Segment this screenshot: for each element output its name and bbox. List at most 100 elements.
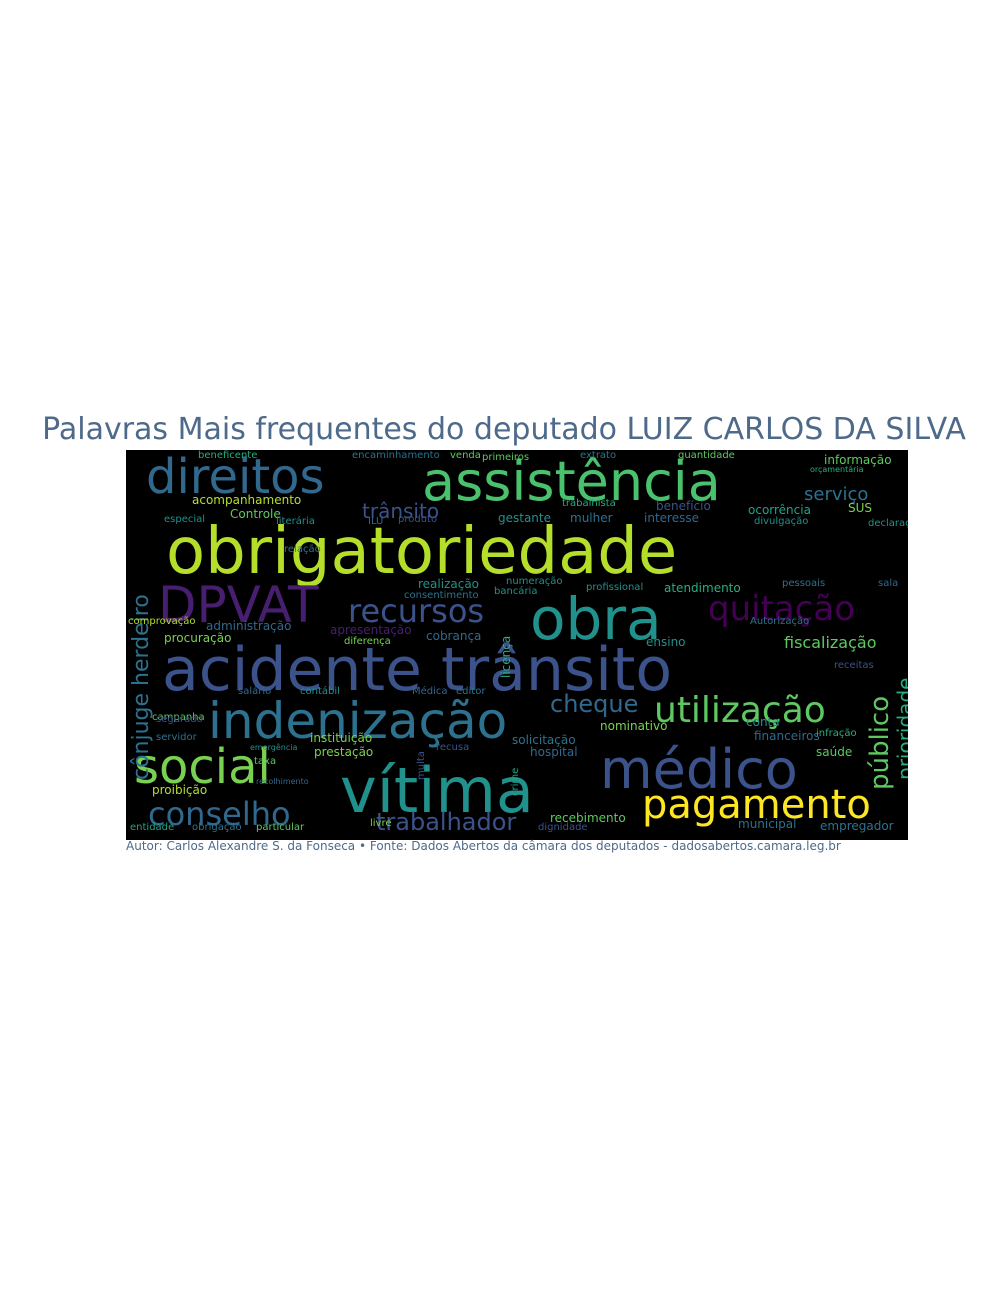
cloud-word: DPVAT bbox=[158, 576, 319, 634]
cloud-word: nominativo bbox=[600, 719, 667, 733]
cloud-word: extrato bbox=[580, 450, 616, 461]
cloud-word: recusa bbox=[436, 742, 469, 753]
cloud-word: instituição bbox=[310, 731, 372, 745]
cloud-word: trânsito bbox=[362, 499, 439, 523]
cloud-word: livre bbox=[370, 818, 392, 829]
cloud-word: administração bbox=[206, 619, 291, 633]
cloud-word: obra bbox=[530, 585, 662, 653]
cloud-word: serviço bbox=[804, 484, 868, 505]
cloud-word: quantidade bbox=[678, 450, 735, 461]
cloud-word: fiscalização bbox=[784, 633, 877, 652]
cloud-word: primeiros bbox=[482, 452, 529, 463]
cloud-word: cobrança bbox=[426, 629, 481, 643]
cloud-word: recursos bbox=[348, 592, 484, 630]
cloud-word: social bbox=[134, 739, 271, 795]
cloud-word: servidor bbox=[156, 732, 198, 743]
cloud-word: realização bbox=[418, 577, 479, 591]
cloud-word: multa bbox=[416, 751, 427, 780]
cloud-word: apresentação bbox=[330, 623, 412, 637]
cloud-word: Médica bbox=[412, 685, 448, 697]
cloud-word: pessoais bbox=[782, 578, 825, 589]
cloud-word: utilização bbox=[654, 690, 826, 731]
cloud-word: procuração bbox=[164, 631, 231, 645]
cloud-word: conta bbox=[746, 715, 780, 729]
cloud-word: recolhimento bbox=[256, 777, 309, 786]
cloud-word: obrigatoriedade bbox=[166, 515, 677, 589]
cloud-word: vítima bbox=[340, 754, 534, 827]
cloud-word: municipal bbox=[738, 817, 796, 831]
cloud-word: emergência bbox=[250, 742, 297, 752]
cloud-word: editor bbox=[456, 686, 486, 697]
cloud-word: salário bbox=[238, 685, 271, 697]
cloud-word: relação bbox=[284, 544, 321, 555]
cloud-word: trabalhador bbox=[376, 808, 516, 836]
cloud-word: obrigação bbox=[192, 822, 242, 833]
cloud-word: prestação bbox=[314, 745, 373, 759]
cloud-word: ensino bbox=[646, 635, 686, 649]
cloud-word: diferença bbox=[344, 636, 391, 647]
cloud-word: financeiros bbox=[754, 729, 820, 743]
cloud-word: público bbox=[865, 696, 895, 790]
cloud-word: SUS bbox=[848, 501, 872, 515]
cloud-word: bancária bbox=[494, 585, 537, 597]
cloud-word: mulher bbox=[570, 511, 613, 525]
cloud-word: dignidade bbox=[538, 822, 588, 833]
cloud-word: ocorrência bbox=[748, 503, 811, 517]
cloud-word: taxa bbox=[254, 756, 276, 767]
cloud-word: conselho bbox=[148, 795, 291, 833]
cloud-word: especial bbox=[164, 514, 205, 525]
cloud-word: Autorização bbox=[750, 616, 809, 627]
cloud-word: orçamentária bbox=[810, 465, 864, 474]
cloud-word: declaração bbox=[868, 518, 908, 529]
cloud-word: cônjuge herdeiro bbox=[129, 594, 154, 780]
cloud-word: contábil bbox=[300, 685, 340, 697]
cloud-word: ILU bbox=[368, 516, 383, 527]
cloud-word: Controle bbox=[230, 507, 281, 521]
cloud-word: solicitação bbox=[512, 733, 576, 747]
cloud-word: gestante bbox=[498, 511, 551, 525]
cloud-word: direitos bbox=[146, 450, 325, 505]
cloud-word: informação bbox=[824, 453, 892, 467]
cloud-word: beneficente bbox=[198, 450, 257, 461]
cloud-word: benefício bbox=[656, 499, 711, 513]
cloud-word: sala bbox=[878, 578, 898, 589]
cloud-word: licença bbox=[499, 636, 513, 678]
cloud-word: infração bbox=[816, 728, 857, 739]
cloud-word: venda bbox=[450, 450, 481, 461]
cloud-word: literária bbox=[276, 515, 315, 527]
cloud-word: segurado bbox=[156, 714, 203, 725]
cloud-word: cheque bbox=[550, 690, 638, 718]
cloud-word: profissional bbox=[586, 582, 643, 593]
cloud-word: divulgação bbox=[754, 516, 808, 527]
cloud-word: receitas bbox=[834, 660, 874, 671]
cloud-word: médico bbox=[600, 738, 798, 801]
cloud-word: trabalhista bbox=[562, 498, 616, 509]
cloud-word: indenização bbox=[208, 692, 507, 750]
cloud-word: entidade bbox=[130, 822, 174, 833]
cloud-word: crime bbox=[510, 768, 521, 796]
cloud-word: acompanhamento bbox=[192, 493, 301, 507]
cloud-word: proibição bbox=[152, 783, 207, 797]
cloud-word: acidente trânsito bbox=[162, 635, 672, 705]
cloud-word: atendimento bbox=[664, 581, 741, 595]
cloud-word: consentimento bbox=[404, 590, 479, 601]
cloud-word: produto bbox=[398, 514, 437, 525]
cloud-word: numeração bbox=[506, 576, 563, 587]
cloud-word: assistência bbox=[422, 450, 721, 513]
source-credit: Autor: Carlos Alexandre S. da Fonseca • … bbox=[126, 839, 841, 853]
page-title: Palavras Mais frequentes do deputado LUI… bbox=[42, 412, 966, 447]
cloud-word: empregador bbox=[820, 819, 894, 833]
cloud-word: saúde bbox=[816, 745, 852, 759]
cloud-word: pagamento bbox=[642, 782, 871, 828]
cloud-word: encaminhamento bbox=[352, 450, 440, 461]
cloud-word: prioridade bbox=[893, 678, 908, 780]
cloud-word: recebimento bbox=[550, 811, 626, 825]
cloud-word: particular bbox=[256, 822, 305, 833]
cloud-word: interesse bbox=[644, 511, 699, 525]
cloud-word: comprovação bbox=[128, 616, 196, 627]
cloud-word: quitação bbox=[708, 589, 855, 629]
cloud-word: campanha bbox=[152, 712, 205, 723]
cloud-word: hospital bbox=[530, 745, 578, 759]
